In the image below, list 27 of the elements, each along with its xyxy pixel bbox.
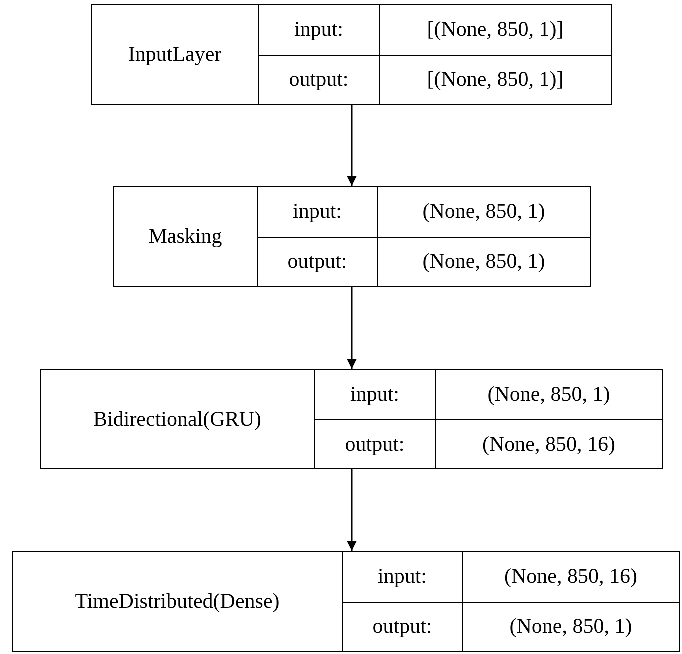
shape-value: (None, 850, 1) [377,187,590,236]
layer-box [40,369,663,469]
port-label: input: [314,370,435,419]
port-label: output: [257,236,377,286]
shape-value: [(None, 850, 1)] [379,54,611,104]
port-label: output: [342,602,462,651]
layer-box [91,4,612,105]
layer-box [113,186,591,287]
layer-box [12,551,680,652]
shape-value: (None, 850, 1) [462,602,679,651]
shape-value: (None, 850, 1) [435,370,662,419]
shape-value: [(None, 850, 1)] [379,5,611,54]
arrow [347,105,357,186]
port-label: output: [258,54,379,104]
arrow [347,287,357,369]
shape-value: (None, 850, 16) [462,552,679,602]
shape-value: (None, 850, 1) [377,236,590,286]
port-label: input: [342,552,462,602]
port-label: output: [314,419,435,468]
layer-name: InputLayer [127,41,223,68]
layer-name: TimeDistributed(Dense) [74,588,281,615]
arrow [347,469,357,551]
port-label: input: [257,187,377,236]
shape-value: (None, 850, 16) [435,419,662,468]
port-label: input: [258,5,379,54]
layer-name: Masking [148,223,224,250]
layer-name: Bidirectional(GRU) [92,406,262,432]
